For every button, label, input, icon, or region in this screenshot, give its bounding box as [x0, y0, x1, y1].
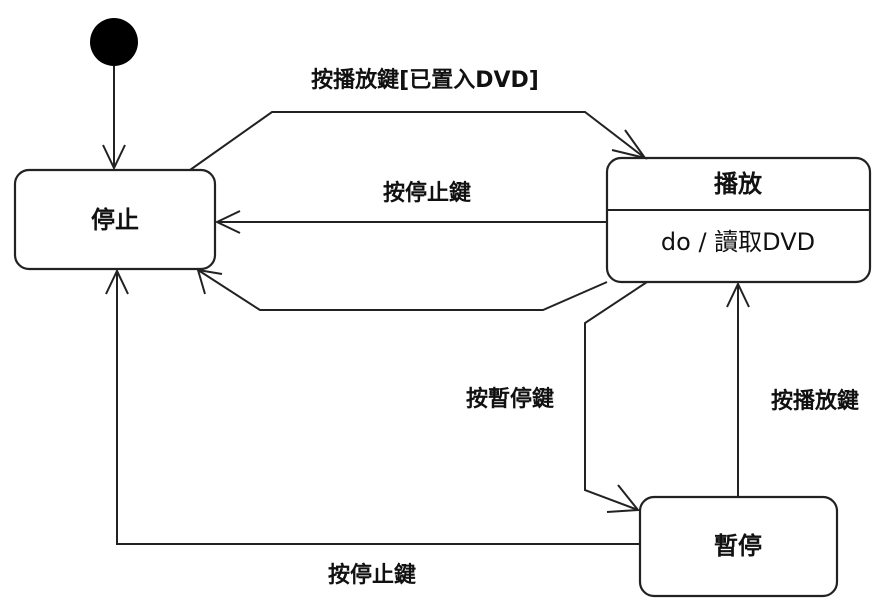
transition-play-to-stop-label: 按停止鍵 — [383, 180, 471, 206]
transition-play-to-stop — [214, 210, 607, 234]
transition-play-to-pause — [584, 281, 648, 513]
state-play-activity: do / 讀取DVD — [661, 228, 815, 256]
state-stop: 停止 — [13, 168, 217, 271]
transition-play-to-pause-label: 按暫停鍵 — [466, 386, 554, 412]
transition-pause-to-play-label: 按播放鍵 — [771, 388, 859, 414]
transition-pause-to-play — [726, 281, 750, 497]
state-pause-label: 暫停 — [714, 532, 762, 560]
transition-play-to-stop-lower — [196, 268, 608, 311]
transition-pause-to-stop — [105, 268, 640, 545]
initial-transition — [102, 66, 126, 171]
initial-node — [90, 18, 138, 66]
state-play: 播放 do / 讀取DVD — [605, 156, 872, 284]
transition-pause-to-stop-label: 按停止鍵 — [328, 562, 416, 588]
state-stop-label: 停止 — [91, 206, 139, 234]
transition-stop-to-play — [189, 111, 648, 171]
state-play-label: 播放 — [714, 170, 763, 198]
state-pause: 暫停 — [638, 495, 839, 598]
transition-stop-to-play-label: 按播放鍵[已置入DVD] — [311, 67, 539, 93]
